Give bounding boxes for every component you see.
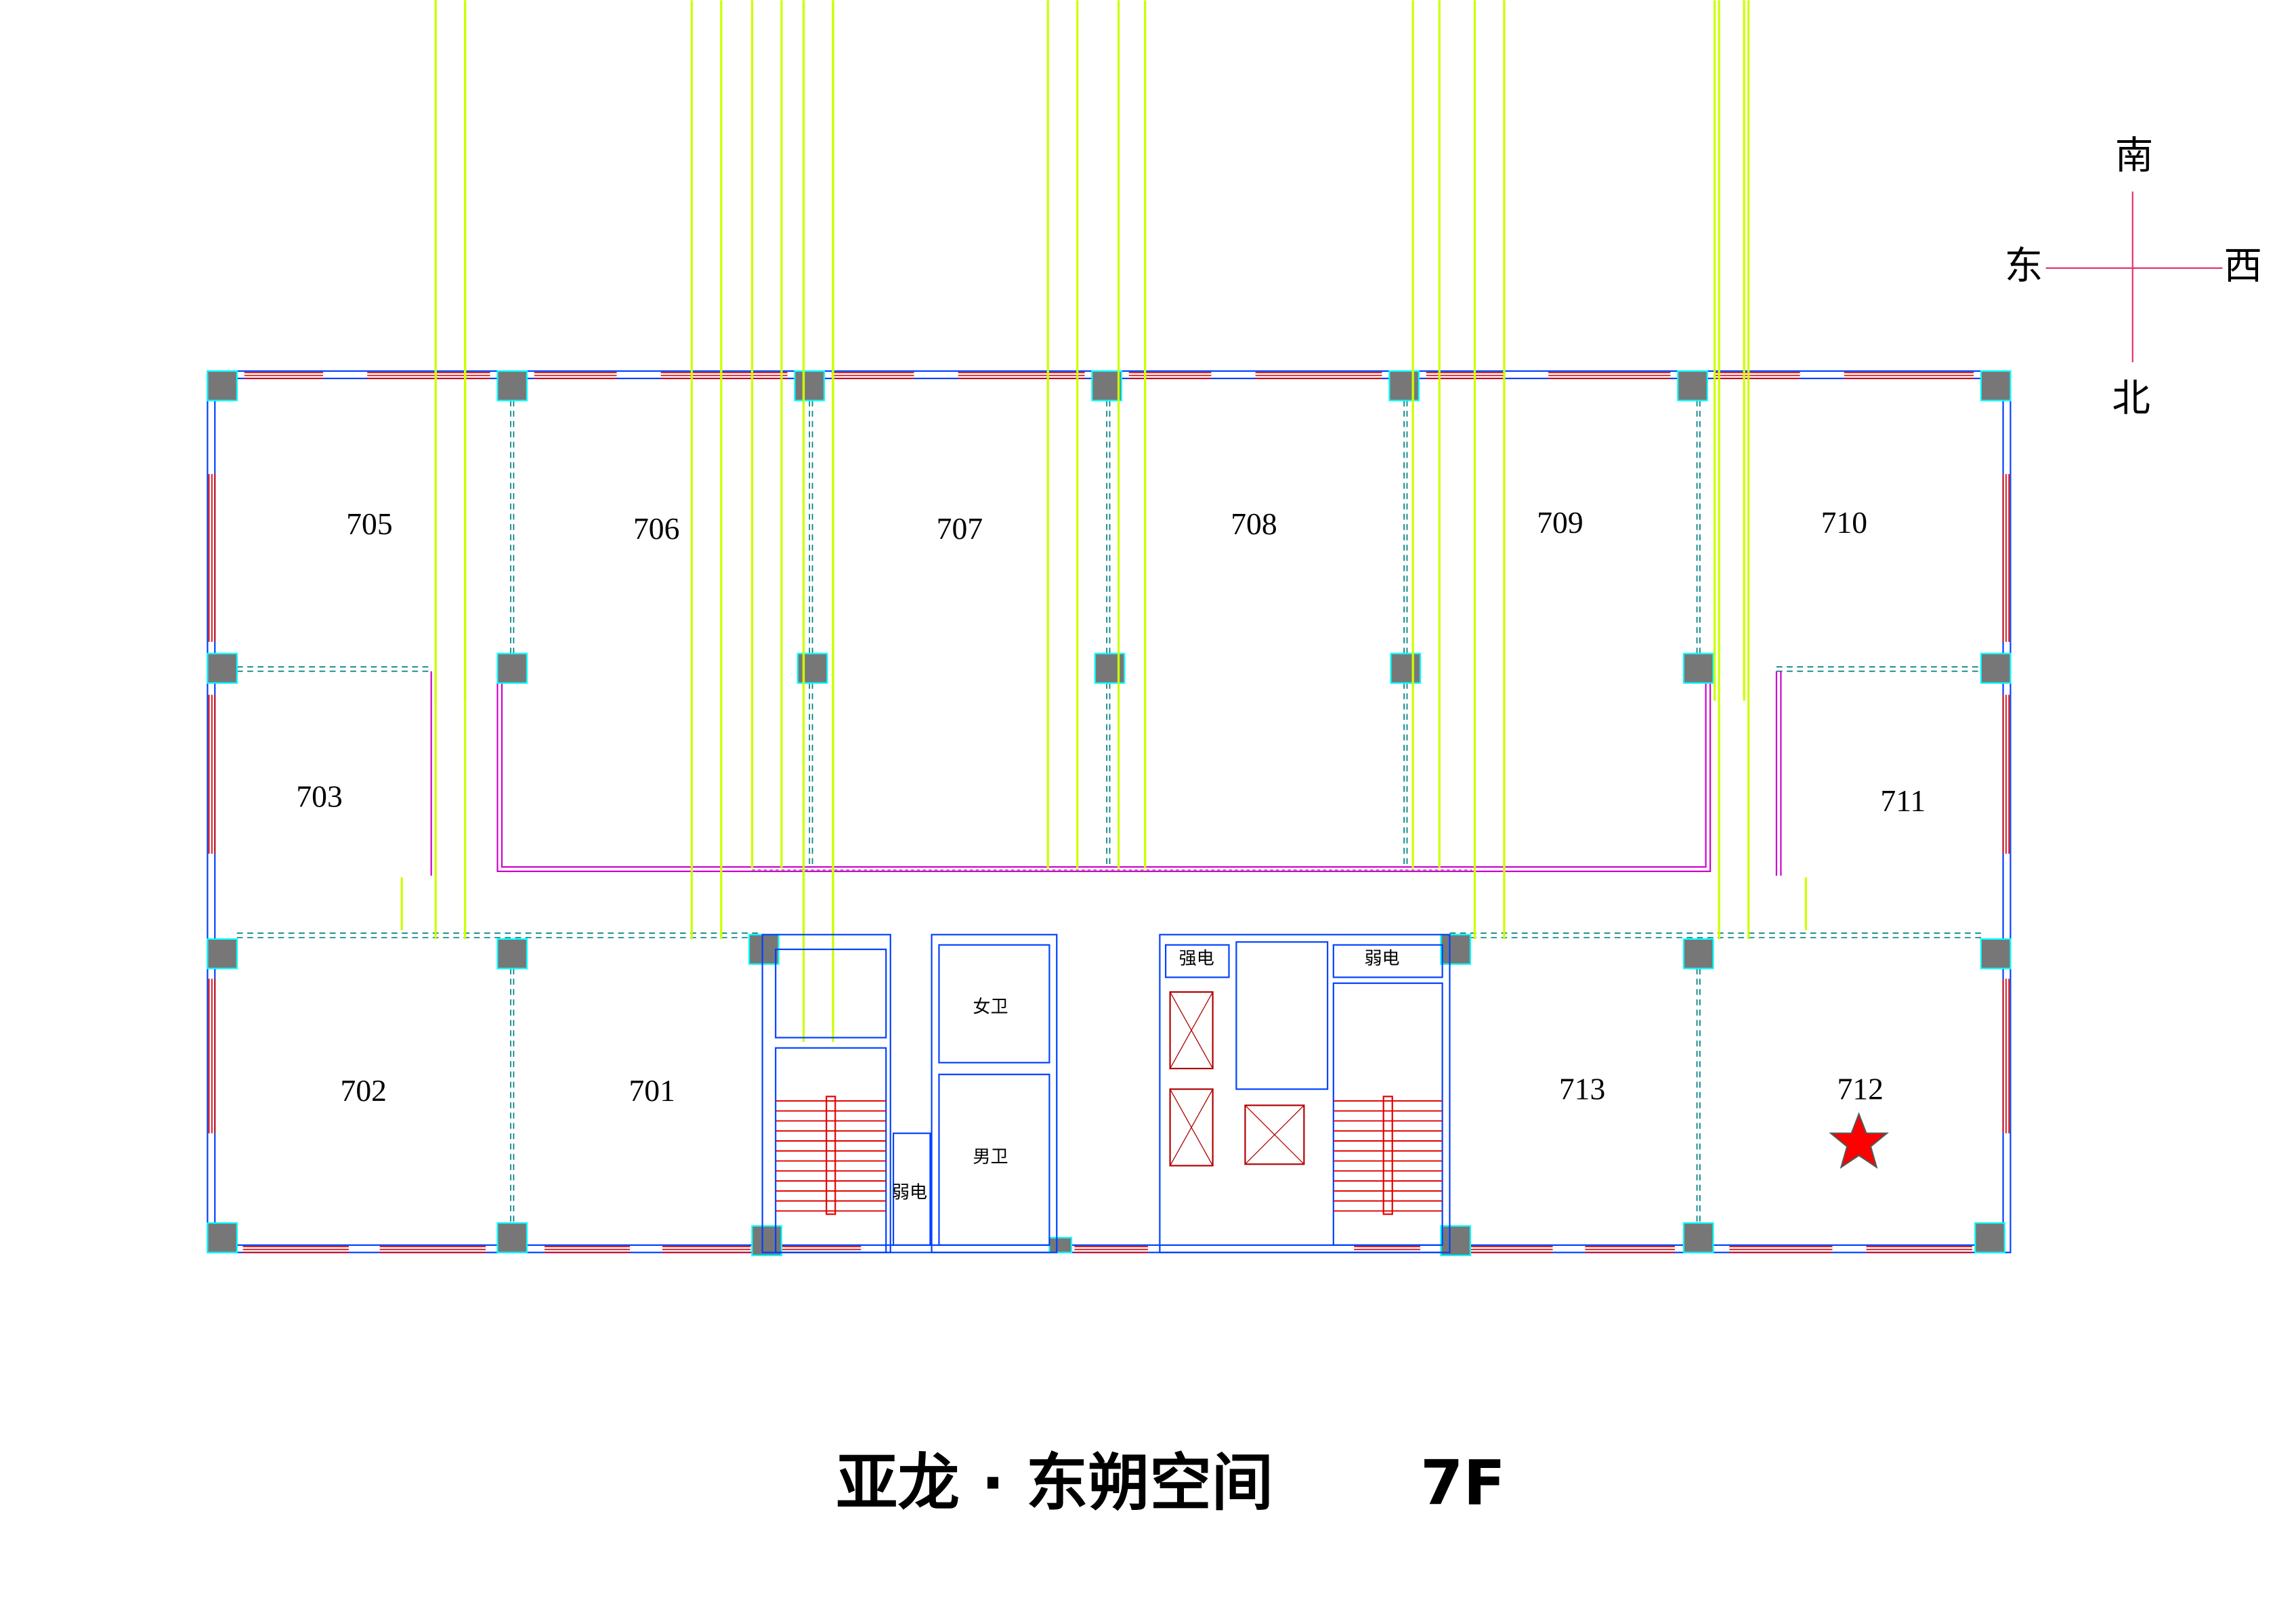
walls	[207, 370, 2012, 1253]
low-voltage-shaft	[892, 1132, 931, 1246]
room-705[interactable]: 705	[346, 506, 392, 541]
womens-restroom-label: 女卫	[973, 997, 1008, 1018]
elevator-x	[1244, 1104, 1304, 1165]
room-706[interactable]: 706	[633, 511, 679, 546]
column	[1048, 1236, 1073, 1253]
stairwell-right	[1332, 982, 1443, 1246]
room-711[interactable]: 711	[1880, 783, 1926, 818]
mens-restroom-label: 男卫	[973, 1147, 1008, 1167]
column	[796, 653, 828, 684]
room-709[interactable]: 709	[1537, 505, 1583, 540]
title: 亚龙 · 东朔空间 7F	[836, 1446, 1506, 1519]
exterior-wall	[207, 370, 2012, 1253]
room-702[interactable]: 702	[341, 1073, 387, 1108]
compass-south: 南	[2115, 134, 2154, 178]
elevator-x	[1170, 1089, 1214, 1166]
doors	[402, 0, 1807, 1042]
stair-handrail	[826, 1096, 836, 1215]
compass: 南 东 西 北	[2005, 134, 2262, 421]
elevator-core	[1159, 934, 1451, 1253]
column	[496, 653, 528, 684]
exterior-wall-inner	[214, 377, 2004, 1246]
stairwell	[775, 1047, 887, 1253]
column	[1980, 938, 2012, 970]
column	[496, 938, 528, 970]
column	[1682, 938, 1714, 970]
elevator-x	[1170, 991, 1214, 1069]
floor-label: 7F	[1420, 1446, 1506, 1519]
column	[1980, 370, 2012, 402]
column	[207, 370, 238, 402]
high-voltage-room	[1164, 944, 1230, 978]
high-voltage-label: 强电	[1179, 949, 1214, 969]
facility-labels: 女卫 男卫 弱电 强电 弱电	[892, 949, 1400, 1203]
mens-restroom	[938, 1073, 1050, 1246]
column	[1440, 1225, 1471, 1257]
room-703[interactable]: 703	[296, 779, 342, 813]
compass-north: 北	[2112, 376, 2150, 420]
column	[207, 938, 238, 970]
column	[751, 1225, 782, 1257]
building-name: 亚龙 · 东朔空间	[836, 1446, 1273, 1519]
compass-east: 东	[2005, 244, 2043, 288]
column	[1682, 653, 1714, 684]
column	[748, 934, 780, 965]
corridor-partition	[496, 683, 1712, 872]
room-labels: 705 706 707 708 709 710 703 711 702 701 …	[296, 505, 1926, 1108]
elevator	[1169, 991, 1214, 1070]
column	[1094, 653, 1126, 684]
low-voltage-left-label: 弱电	[892, 1182, 927, 1203]
low-voltage-room	[1332, 944, 1443, 978]
star-icon	[1829, 1112, 1889, 1169]
room-710[interactable]: 710	[1821, 505, 1867, 540]
room-713[interactable]: 713	[1559, 1072, 1605, 1106]
column	[1390, 653, 1422, 684]
column	[1091, 370, 1122, 402]
room-712[interactable]: 712	[1837, 1072, 1884, 1106]
corridor-partition	[501, 683, 1707, 868]
column	[794, 370, 826, 402]
column	[1980, 653, 2012, 684]
stair-handrail	[1382, 1096, 1393, 1215]
windows	[208, 372, 2010, 1253]
column	[1388, 370, 1420, 402]
room-701[interactable]: 701	[629, 1073, 675, 1108]
womens-restroom	[938, 944, 1050, 1064]
column	[207, 653, 238, 684]
column	[496, 1222, 528, 1253]
restroom-block	[931, 934, 1058, 1253]
elevator	[1244, 1104, 1305, 1165]
stair-landing	[775, 948, 887, 1039]
columns	[207, 370, 2012, 1257]
column	[496, 370, 528, 402]
core	[761, 934, 1451, 1253]
elevator	[1169, 1088, 1214, 1167]
column	[1682, 1222, 1714, 1253]
low-voltage-right-label: 弱电	[1364, 949, 1399, 969]
elevator-lobby	[1235, 941, 1329, 1090]
room-708[interactable]: 708	[1231, 506, 1277, 541]
column	[207, 1222, 238, 1253]
column	[1974, 1222, 2005, 1253]
room-707[interactable]: 707	[937, 511, 983, 546]
compass-west: 西	[2224, 244, 2263, 288]
column	[1677, 370, 1708, 402]
column	[1440, 934, 1471, 965]
